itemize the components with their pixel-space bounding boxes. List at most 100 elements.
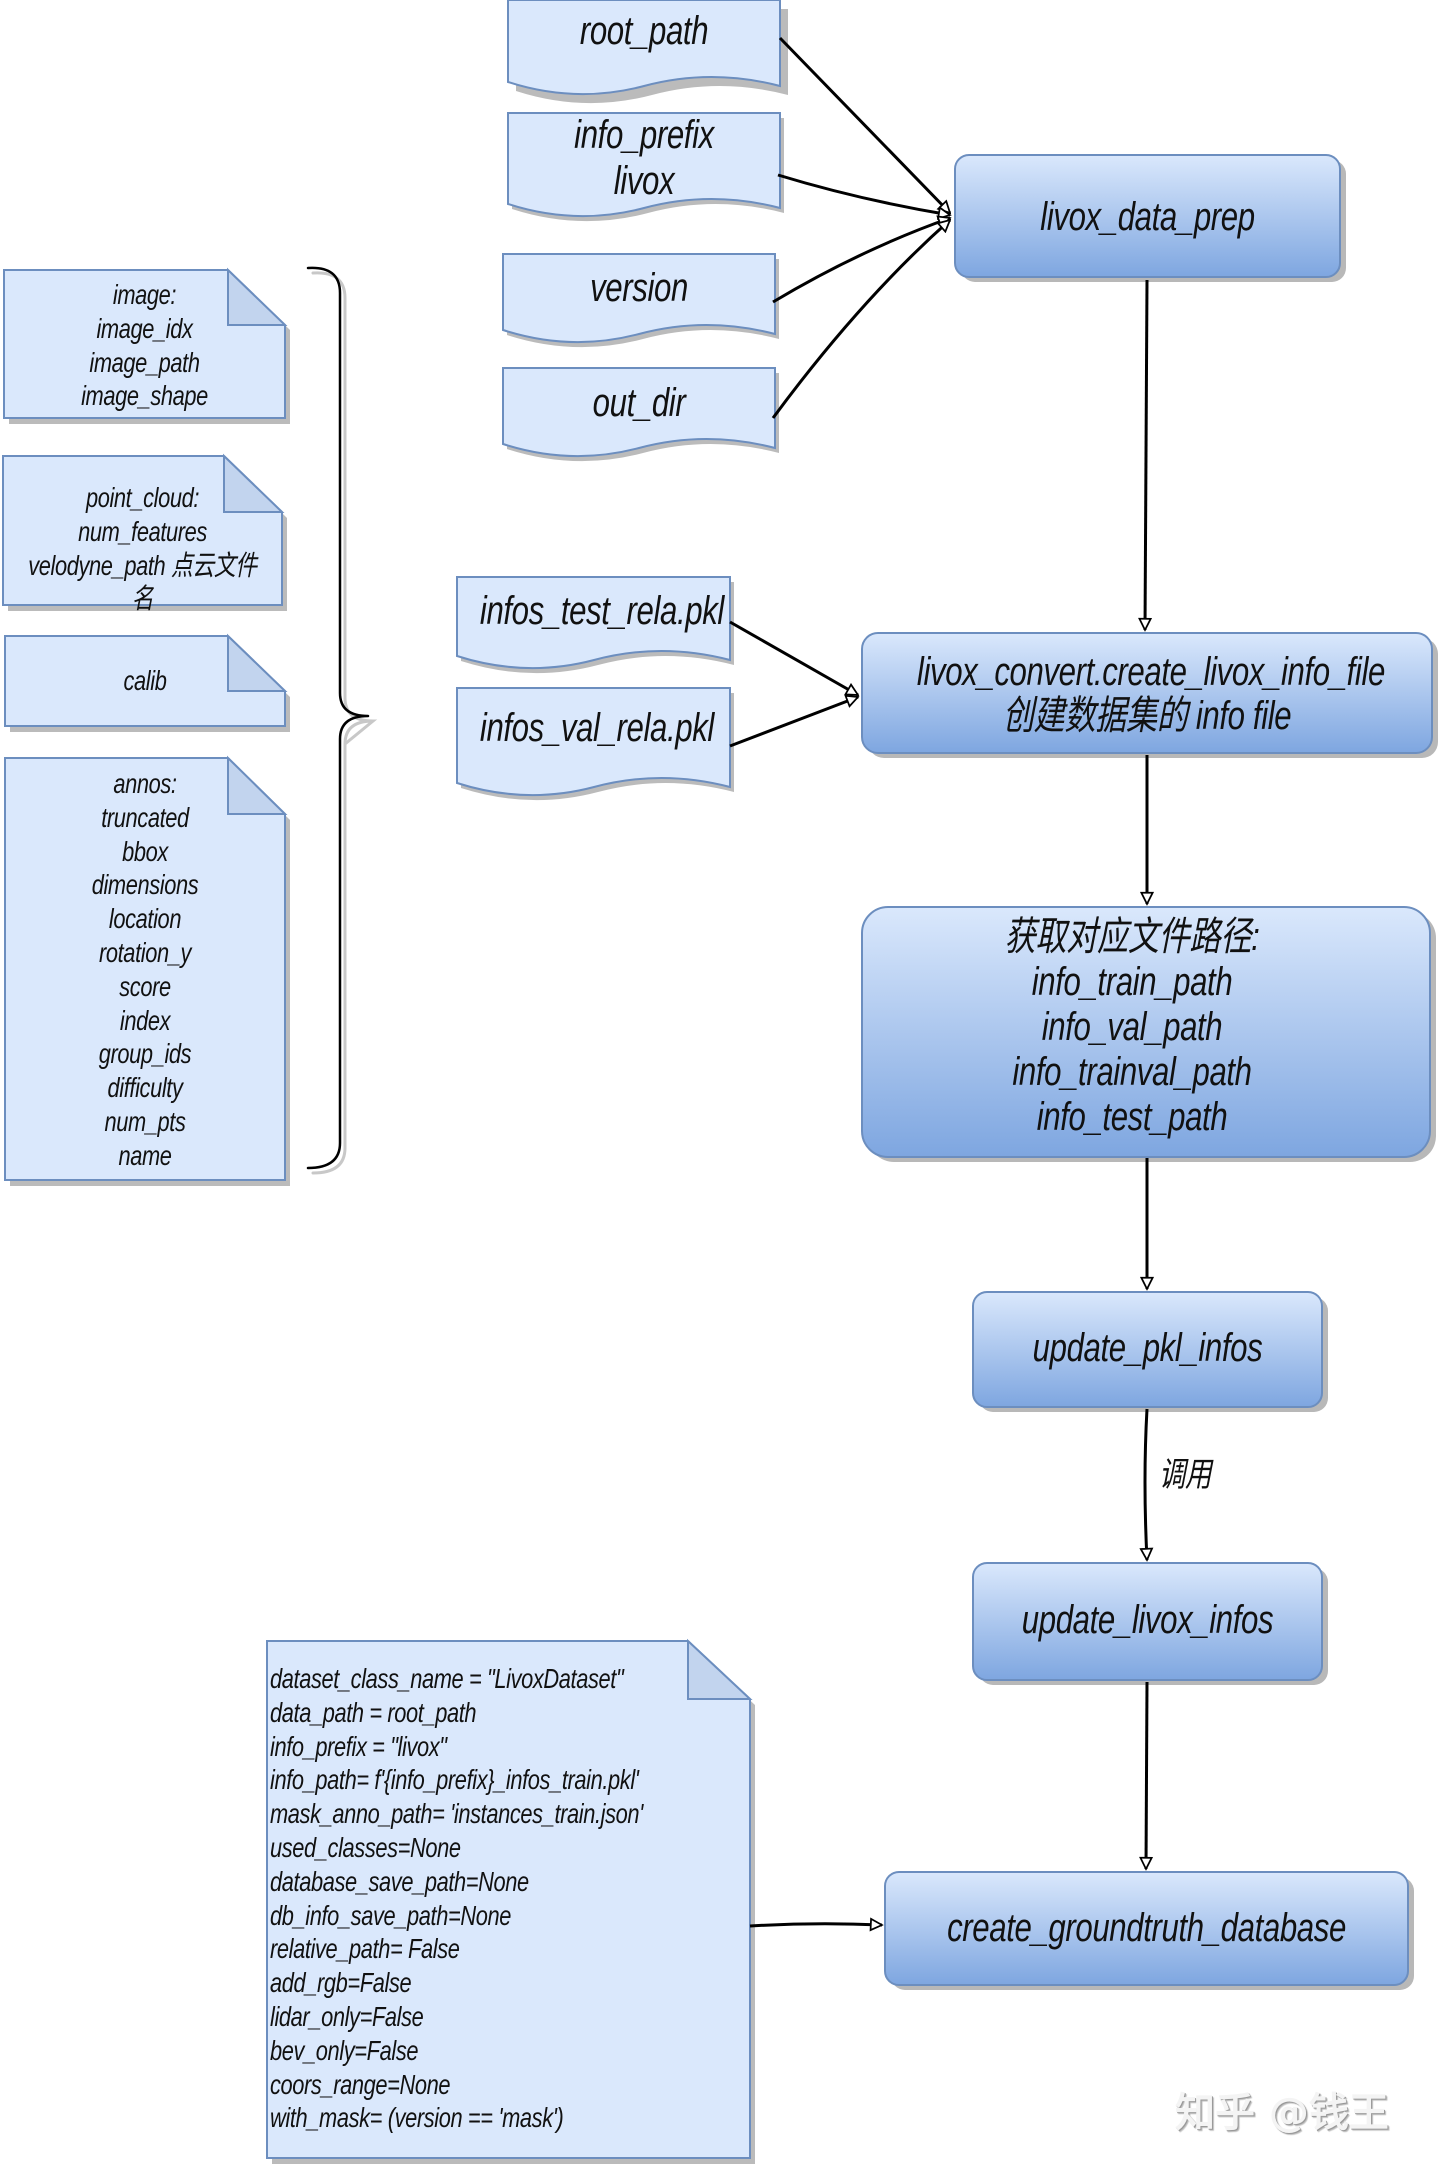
note-gt-param-line: relative_path= False <box>270 1933 460 1965</box>
note-annos-shape <box>4 755 290 1186</box>
note-gt-param-line: info_path= f'{info_prefix}_infos_train.p… <box>270 1764 639 1796</box>
note-gt-param-line: bev_only=False <box>270 2034 419 2066</box>
process-get-paths-trainval: info_trainval_path <box>1012 1050 1252 1094</box>
note-gt-param-line: database_save_path=None <box>270 1865 529 1897</box>
input-infos-test-label: infos_test_rela.pkl <box>479 589 724 633</box>
note-annos-line: annos: <box>113 768 177 799</box>
input-version-label: version <box>590 266 688 310</box>
edge-gt-params-to-create-gt <box>749 1924 882 1926</box>
note-calib: calib <box>36 664 254 698</box>
process-create-groundtruth-database-shape <box>884 1871 1414 1990</box>
process-update-livox-infos-shape <box>972 1562 1328 1685</box>
edge-data-prep-to-create-info <box>1145 279 1147 630</box>
process-update-pkl-infos-label: update_pkl_infos <box>1032 1326 1263 1370</box>
process-create-info-file-label: livox_convert.create_livox_info_file <box>916 650 1385 694</box>
input-root-path: root_path <box>538 8 750 54</box>
edges <box>729 36 1147 1926</box>
note-image-line: image_path <box>89 346 200 378</box>
edge-info-prefix-to-data-prep <box>777 173 950 215</box>
note-gt-param-line: dataset_class_name = "LivoxDataset" <box>270 1663 624 1694</box>
input-infos-val-shape <box>456 687 734 801</box>
process-get-paths-train: info_train_path <box>1031 960 1233 1004</box>
note-image-shape <box>3 267 290 424</box>
edge-version-to-data-prep <box>772 218 950 304</box>
input-out-dir-label: out_dir <box>592 381 686 425</box>
input-out-dir-shape <box>502 367 779 462</box>
note-gt-param-line: lidar_only=False <box>270 2000 424 2032</box>
note-annos-line: location <box>108 903 182 935</box>
input-info-prefix: info_prefix livox <box>538 112 750 204</box>
input-root-path-label: root_path <box>579 9 709 53</box>
note-calib-line: calib <box>123 665 167 696</box>
process-get-paths-title: 获取对应文件路径: <box>1004 915 1260 959</box>
process-get-paths-shape <box>861 906 1436 1162</box>
note-point-cloud-line: num_features <box>78 515 207 547</box>
process-create-groundtruth-database: create_groundtruth_database <box>943 1905 1351 1951</box>
input-infos-test: infos_test_rela.pkl <box>479 588 724 634</box>
watermark: 知乎 @钱王 <box>1175 2090 1389 2136</box>
note-gt-param-line: with_mask= (version == 'mask') <box>270 2102 564 2134</box>
edge-update-livox-to-create-gt <box>1146 1681 1147 1869</box>
note-gt-param-line: info_prefix = "livox" <box>270 1730 447 1762</box>
input-info-prefix-shape <box>507 112 784 222</box>
note-gt-param-line: add_rgb=False <box>270 1967 412 1999</box>
note-gt-params-shape <box>266 1638 755 2164</box>
process-livox-data-prep-label: livox_data_prep <box>1040 195 1255 239</box>
note-image-line: image_idx <box>96 312 193 344</box>
info-structure-brace <box>306 266 378 1175</box>
note-annos-line: truncated <box>101 801 189 833</box>
process-get-paths-val: info_val_path <box>1041 1005 1223 1049</box>
input-out-dir: out_dir <box>533 380 745 426</box>
note-annos: annos: truncated bbox dimensions locatio… <box>36 767 254 1173</box>
input-root-path-shape <box>507 0 788 104</box>
note-annos-line: bbox <box>122 835 168 867</box>
note-point-cloud: point_cloud: num_features velodyne_path … <box>24 481 262 616</box>
input-infos-test-shape <box>456 576 734 674</box>
input-version: version <box>533 265 745 311</box>
edge-label-call: 调用 <box>1158 1455 1213 1495</box>
note-annos-line: num_pts <box>104 1105 186 1137</box>
note-gt-param-line: coors_range=None <box>270 2068 451 2100</box>
note-gt-param-line: db_info_save_path=None <box>270 1899 511 1931</box>
note-annos-line: score <box>119 970 171 1002</box>
note-image-line: image_shape <box>81 380 208 412</box>
process-livox-data-prep-shape <box>954 154 1346 282</box>
process-update-livox-infos: update_livox_infos <box>1011 1597 1283 1643</box>
note-image-line: image: <box>112 279 177 310</box>
process-create-info-file-desc: 创建数据集的 info file <box>1002 694 1292 738</box>
note-calib-shape <box>4 633 290 732</box>
note-annos-line: index <box>119 1004 171 1036</box>
process-update-pkl-infos-shape <box>972 1291 1328 1412</box>
edge-label-call-text: 调用 <box>1158 1456 1212 1494</box>
edge-infos-test-to-create-info <box>729 620 858 697</box>
edge-infos-val-to-create-info <box>729 697 858 748</box>
note-annos-line: name <box>118 1139 172 1171</box>
note-gt-params: dataset_class_name = "LivoxDataset" data… <box>270 1662 738 2135</box>
edge-update-pkl-to-update-livox <box>1145 1408 1147 1560</box>
note-point-cloud-line: velodyne_path 点云文件名 <box>28 549 257 615</box>
edge-out-dir-to-data-prep <box>771 220 950 419</box>
note-point-cloud-line: point_cloud: <box>85 482 200 513</box>
process-create-info-file: livox_convert.create_livox_info_file 创建数… <box>916 650 1385 738</box>
process-create-info-file-shape <box>861 632 1438 758</box>
input-infos-val: infos_val_rela.pkl <box>479 705 714 751</box>
process-livox-data-prep: livox_data_prep <box>997 194 1297 240</box>
input-info-prefix-value: livox <box>613 159 675 203</box>
note-gt-param-line: data_path = root_path <box>270 1696 477 1728</box>
note-image: image: image_idx image_path image_shape <box>35 278 254 413</box>
process-get-paths-test: info_test_path <box>1036 1095 1228 1139</box>
input-info-prefix-label: info_prefix <box>574 113 714 157</box>
note-annos-line: dimensions <box>91 869 199 901</box>
note-annos-line: group_ids <box>98 1038 192 1070</box>
note-annos-line: difficulty <box>107 1072 183 1104</box>
process-update-pkl-infos: update_pkl_infos <box>1011 1325 1283 1371</box>
input-infos-val-label: infos_val_rela.pkl <box>479 706 714 750</box>
note-gt-param-line: mask_anno_path= 'instances_train.json' <box>270 1798 643 1830</box>
process-update-livox-infos-label: update_livox_infos <box>1021 1598 1274 1642</box>
note-gt-param-line: used_classes=None <box>270 1831 461 1863</box>
edge-root-path-to-data-prep <box>778 36 950 213</box>
process-get-paths: 获取对应文件路径: info_train_path info_val_path … <box>921 915 1342 1140</box>
note-point-cloud-shape <box>2 453 287 611</box>
process-create-groundtruth-database-label: create_groundtruth_database <box>947 1906 1346 1950</box>
